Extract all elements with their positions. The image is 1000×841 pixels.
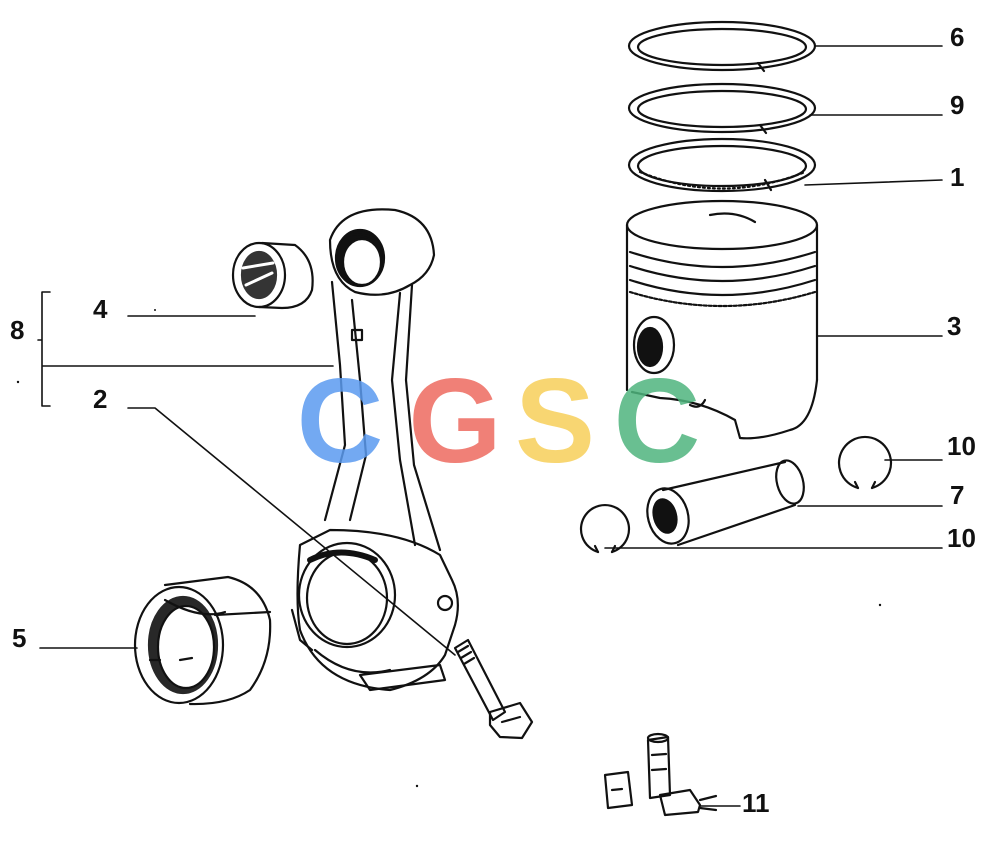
small-fittings	[603, 732, 718, 817]
piston-ring-top	[627, 20, 817, 73]
big-end-bearing	[133, 575, 272, 706]
leader-lines	[37, 45, 943, 807]
callout-10-left: 10	[947, 523, 976, 553]
leader-2	[127, 407, 456, 656]
connecting-rod	[290, 208, 459, 692]
callout-10-right: 10	[947, 431, 976, 461]
piston-ring-oil	[627, 137, 817, 193]
bracket-8	[37, 291, 334, 407]
callout-11: 11	[742, 788, 770, 818]
callout-6: 6	[950, 22, 965, 52]
watermark-letter-g: G	[408, 354, 501, 488]
watermark-logo: C G S C	[297, 354, 701, 488]
piston-pin	[646, 459, 805, 547]
callout-4: 4	[93, 294, 108, 324]
piston	[625, 199, 819, 440]
watermark-letter-s: S	[515, 354, 595, 488]
callout-3: 3	[947, 311, 962, 341]
watermark-letter-c1: C	[297, 354, 384, 488]
callout-1: 1	[950, 162, 965, 192]
rod-bolt	[453, 638, 534, 740]
watermark-letter-c2: C	[614, 354, 701, 488]
circlip-left	[579, 503, 631, 554]
callout-9: 9	[950, 90, 965, 120]
piston-ring-second	[627, 82, 817, 135]
callout-2: 2	[93, 384, 108, 414]
callout-8: 8	[10, 315, 25, 345]
print-specks	[16, 309, 882, 788]
leader-1	[804, 179, 943, 186]
circlip-right	[837, 435, 893, 490]
small-end-bush	[231, 241, 314, 310]
callout-5: 5	[12, 623, 27, 653]
callout-7: 7	[950, 480, 965, 510]
